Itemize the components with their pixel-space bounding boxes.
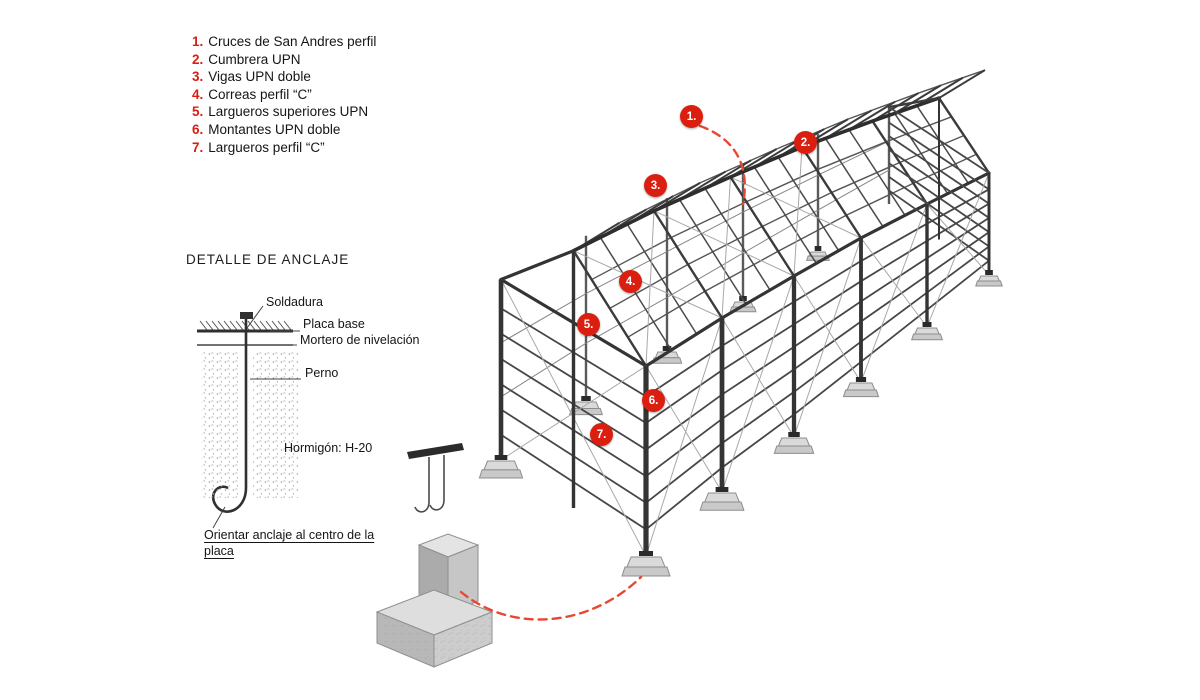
legend-label: Largueros superiores UPN: [208, 104, 369, 120]
legend-num: 4.: [192, 86, 204, 102]
template-bolt-left: [414, 457, 430, 513]
legend-num: 1.: [192, 34, 204, 49]
legend-label: Montantes UPN doble: [208, 121, 341, 137]
legend-label: Vigas UPN doble: [208, 69, 311, 85]
label-soldadura: Soldadura: [266, 295, 323, 309]
concrete-speckle-left: [202, 352, 239, 498]
legend-num: 7.: [192, 139, 204, 155]
label-orientar-anclaje: Orientar anclaje al centro de la placa: [204, 528, 375, 558]
template-plate: [407, 443, 464, 459]
template-bolt-right: [429, 455, 445, 511]
legend-label: Cumbrera UPN: [208, 51, 301, 67]
anchor-template-drawing: [407, 443, 464, 513]
front-row-footings: [478, 270, 1003, 577]
legend-label: Cruces de San Andres perfil: [208, 34, 377, 49]
callout-1-leader-curve: [698, 124, 747, 206]
callout-badge-5: 5.: [577, 313, 600, 336]
concrete-pedestal-drawing: [375, 533, 494, 668]
legend-item-2: 2.Cumbrera UPN: [192, 51, 376, 69]
orientar-leader: [212, 506, 226, 529]
footing-texture-left: [377, 612, 434, 667]
label-placa-base: Placa base: [303, 317, 365, 331]
legend-item-5: 5.Largueros superiores UPN: [192, 103, 376, 121]
legend-num: 6.: [192, 121, 204, 137]
anchor-bolt-detail-drawing: [197, 305, 301, 529]
legend-item-4: 4.Correas perfil “C”: [192, 86, 376, 104]
anchor-detail-title: DETALLE DE ANCLAJE: [186, 252, 350, 267]
legend-num: 5.: [192, 104, 204, 120]
legend-item-1: 1. Cruces de San Andres perfil: [192, 33, 376, 51]
concrete-speckle-right: [253, 352, 298, 498]
callout-badge-6: 6.: [642, 389, 665, 412]
legend-item-6: 6.Montantes UPN doble: [192, 121, 376, 139]
callout-badge-2: 2.: [794, 131, 817, 154]
legend-label: Correas perfil “C”: [208, 86, 312, 102]
legend-label: Largueros perfil “C”: [208, 139, 325, 155]
callout-badge-3: 3.: [644, 174, 667, 197]
footing-texture-right: [434, 612, 492, 667]
callout-badge-1: 1.: [680, 105, 703, 128]
legend-num: 3.: [192, 69, 204, 85]
front-frame-columns-and-girts: [498, 98, 991, 557]
legend: 1. Cruces de San Andres perfil 2.Cumbrera…: [192, 33, 376, 156]
callout-badge-4: 4.: [619, 270, 642, 293]
legend-num: 2.: [192, 51, 204, 67]
label-perno: Perno: [305, 366, 339, 380]
footing-leader-curve: [459, 575, 643, 621]
callout-badge-7: 7.: [590, 423, 613, 446]
legend-item-3: 3.Vigas UPN doble: [192, 68, 376, 86]
label-mortero: Mortero de nivelación: [300, 333, 420, 347]
legend-item-7: 7.Largueros perfil “C”: [192, 139, 376, 157]
weld-hatch: [199, 320, 292, 331]
label-hormigon: Hormigón: H-20: [284, 441, 373, 455]
soldadura-leader: [246, 305, 264, 329]
